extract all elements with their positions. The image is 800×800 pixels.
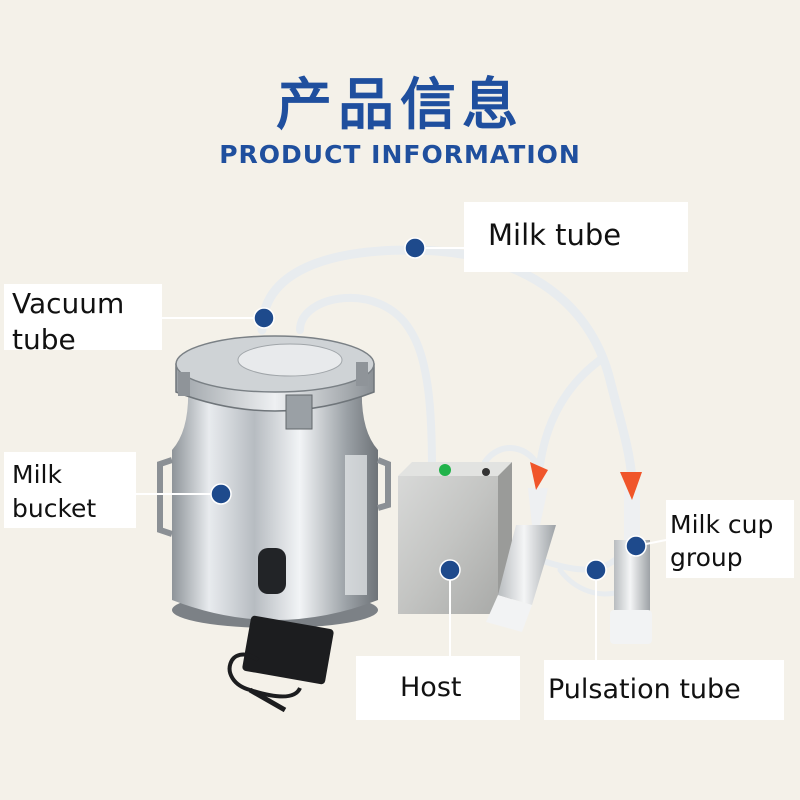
label-pulsation-tube: Pulsation tube xyxy=(544,660,784,720)
page-title-chinese: 产品信息 xyxy=(276,73,524,138)
label-vacuum-tube: Vacuum tube xyxy=(4,284,162,356)
marker-milk-bucket xyxy=(210,483,232,505)
milk-cup-left-image xyxy=(486,462,556,632)
valve-left-icon xyxy=(530,462,548,490)
valve-right-icon xyxy=(620,472,642,500)
marker-host xyxy=(439,559,461,581)
page-title-english: PRODUCT INFORMATION xyxy=(219,140,581,169)
markers xyxy=(210,237,647,581)
host-box-image xyxy=(398,462,512,614)
marker-vacuum-tube xyxy=(253,307,275,329)
marker-pulsation-tube xyxy=(585,559,607,581)
milk-cup-right-image xyxy=(610,472,652,644)
power-adapter-image xyxy=(227,615,334,713)
label-milk-bucket: Milk bucket xyxy=(4,452,136,528)
milk-bucket-image xyxy=(157,335,391,628)
label-milk-tube: Milk tube xyxy=(464,202,688,272)
power-button-icon xyxy=(439,464,451,476)
marker-milk-tube xyxy=(404,237,426,259)
label-milk-cup-group: Milk cup group xyxy=(666,500,794,578)
label-host: Host xyxy=(356,656,520,720)
marker-milk-cup-group xyxy=(625,535,647,557)
